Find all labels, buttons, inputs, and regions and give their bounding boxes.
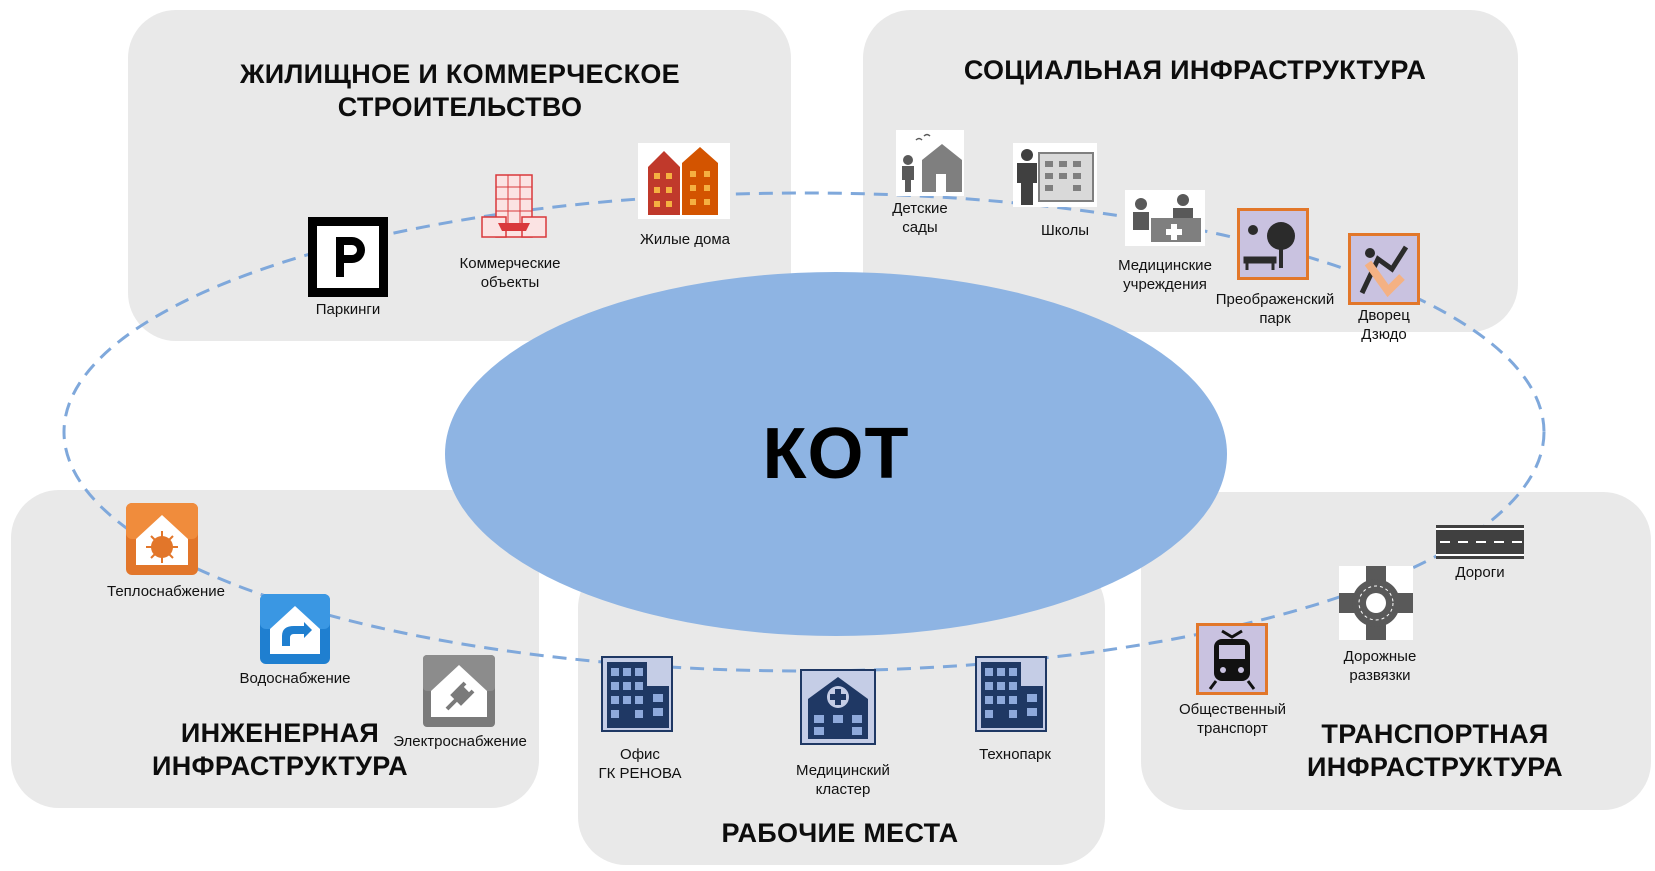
heat-supply-icon — [126, 503, 198, 575]
heat-supply-label: Теплоснабжение — [107, 583, 225, 600]
parking-label: Паркинги — [315, 301, 381, 318]
power-supply-icon — [423, 655, 495, 727]
office-label: Офис ГК РЕНОВА — [598, 746, 682, 782]
road-junction-icon — [1339, 566, 1413, 640]
housing-title: ЖИЛИЩНОЕ И КОММЕРЧЕСКОЕ СТРОИТЕЛЬСТВО — [240, 59, 680, 122]
public-transport-label: Общественный транспорт — [1178, 701, 1286, 737]
center-label: КОТ — [762, 414, 910, 494]
medical-cluster-icon — [800, 669, 876, 745]
residential-houses-icon — [638, 143, 730, 219]
technopark-icon — [975, 656, 1047, 732]
water-supply-label: Водоснабжение — [239, 670, 351, 687]
school-icon — [1013, 143, 1097, 207]
school-label: Школы — [1040, 222, 1090, 239]
park-label: Преображенский парк — [1215, 291, 1335, 327]
medical-institution-label: Медицинские учреждения — [1118, 257, 1212, 293]
parking-icon — [308, 217, 388, 297]
residential-label: Жилые дома — [639, 231, 731, 248]
commercial-label: Коммерческие объекты — [459, 255, 561, 291]
judo-palace-label: Дворец Дзюдо — [1358, 307, 1410, 343]
jobs-title: РАБОЧИЕ МЕСТА — [721, 818, 959, 848]
medical-cluster-label: Медицинский кластер — [796, 762, 890, 798]
kindergarten-label: Детские сады — [892, 200, 948, 236]
social-title: СОЦИАЛЬНАЯ ИНФРАСТРУКТУРА — [963, 55, 1427, 85]
engineering-title: ИНЖЕНЕРНАЯ ИНФРАСТРУКТУРА — [152, 718, 408, 781]
power-supply-label: Электроснабжение — [393, 733, 527, 750]
park-icon — [1237, 208, 1309, 280]
public-transport-icon — [1196, 623, 1268, 695]
transport-title: ТРАНСПОРТНАЯ ИНФРАСТРУКТУРА — [1307, 719, 1563, 782]
office-building-icon — [601, 656, 673, 732]
commercial-building-icon — [480, 173, 548, 239]
road-junction-label: Дорожные развязки — [1343, 648, 1417, 684]
kindergarten-icon — [896, 130, 964, 196]
road-icon — [1436, 525, 1524, 559]
medical-institution-icon — [1125, 190, 1205, 246]
judo-palace-icon — [1348, 233, 1420, 305]
technopark-label: Технопарк — [979, 746, 1051, 763]
water-supply-icon — [260, 594, 330, 664]
road-label: Дороги — [1455, 564, 1505, 581]
center-ellipse: КОТ — [445, 272, 1227, 636]
